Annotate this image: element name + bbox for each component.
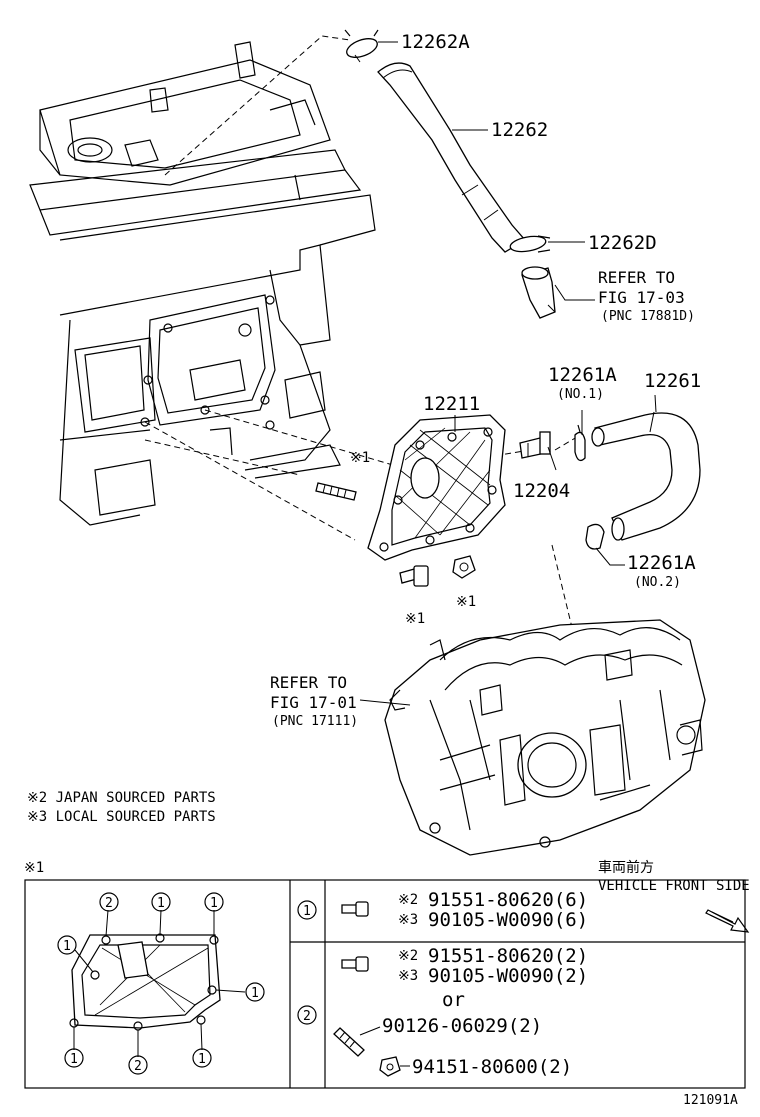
- leader-lines: [359, 41, 657, 706]
- legend-row2-b-pn: 90105-W0090(2): [428, 965, 588, 987]
- map-callout-4: 1: [63, 939, 71, 954]
- legend-row2-or: or: [442, 989, 465, 1011]
- map-callout-7: 2: [134, 1059, 142, 1074]
- ref2-line3: (PNC 17111): [272, 714, 358, 729]
- label-12261A-no1: 12261A: [548, 364, 617, 386]
- clamp-12262A: [344, 29, 379, 63]
- cover-plate-12211: [367, 414, 506, 561]
- label-12262A: 12262A: [401, 31, 470, 53]
- map-callout-8: 1: [198, 1052, 206, 1067]
- note-japan-sourced: ※2 JAPAN SOURCED PARTS: [27, 790, 216, 806]
- nut-icon: [379, 1056, 401, 1077]
- map-callout-5: 1: [251, 986, 259, 1001]
- legend-row1-a-mark: ※2: [398, 892, 418, 908]
- intake-manifold: [384, 619, 706, 856]
- hose-12262: [377, 62, 526, 253]
- ref1-line2: FIG 17-03: [598, 288, 685, 307]
- label-12211: 12211: [423, 393, 480, 415]
- legend-row-2: 2 ※2 91551-80620(2) ※3 90105-W0090(2) or…: [297, 945, 588, 1078]
- label-12262: 12262: [491, 119, 548, 141]
- bolt-icon: [341, 901, 369, 917]
- label-12204: 12204: [513, 480, 570, 502]
- mark-nut: ※1: [456, 594, 476, 610]
- clamp-12261A-no2: [585, 523, 605, 550]
- legend-title: ※1: [24, 860, 44, 876]
- legend-row2-c-pn: 90126-06029(2): [382, 1015, 542, 1037]
- stud-icon: [333, 1027, 365, 1057]
- hose-12261: [591, 411, 701, 541]
- label-12261: 12261: [644, 370, 701, 392]
- legend-row2-b-mark: ※3: [398, 968, 418, 984]
- flange-nut: [452, 555, 476, 579]
- legend-row1-b-pn: 90105-W0090(6): [428, 909, 588, 931]
- legend-row1-a-pn: 91551-80620(6): [428, 889, 588, 911]
- label-12261A-no2: 12261A: [627, 552, 696, 574]
- legend-row2-a-pn: 91551-80620(2): [428, 945, 588, 967]
- legend-row1-b-mark: ※3: [398, 912, 418, 928]
- legend-row2-circle: 2: [303, 1009, 311, 1024]
- ref2-line2: FIG 17-01: [270, 693, 357, 712]
- ref1-line3: (PNC 17881D): [601, 309, 695, 324]
- mark-bolt: ※1: [405, 611, 425, 627]
- flange-bolt: [399, 565, 429, 587]
- ref2-line1: REFER TO: [270, 673, 347, 692]
- front-direction-arrow-icon: [705, 909, 750, 933]
- engine-block-illustration: [29, 41, 376, 526]
- pcv-valve-12204: [519, 431, 551, 459]
- map-callout-1: 2: [105, 896, 113, 911]
- ref1-line1: REFER TO: [598, 268, 675, 287]
- map-callout-2: 1: [157, 896, 165, 911]
- clamp-12262D: [509, 235, 551, 253]
- map-callout-3: 1: [210, 896, 218, 911]
- stud-bolt: [315, 482, 357, 501]
- label-12261A-no2-sub: (NO.2): [634, 575, 681, 590]
- legend-table: [24, 879, 746, 1089]
- direction-en: VEHICLE FRONT SIDE: [598, 878, 750, 894]
- note-local-sourced: ※3 LOCAL SOURCED PARTS: [27, 809, 216, 825]
- pcv-union: [521, 266, 556, 319]
- label-12261A-no1-sub: (NO.1): [557, 387, 604, 402]
- clamp-12261A-no1: [574, 424, 586, 462]
- legend-row2-d-pn: 94151-80600(2): [412, 1056, 572, 1078]
- legend-row1-circle: 1: [303, 904, 311, 919]
- direction-jp: 車両前方: [598, 859, 654, 876]
- legend-row-1: 1 ※2 91551-80620(6) ※3 90105-W0090(6): [297, 889, 588, 931]
- part-labels: 12262A 12262 12262D REFER TO FIG 17-03 (…: [270, 31, 701, 729]
- map-callout-6: 1: [70, 1052, 78, 1067]
- mark-stud: ※1: [350, 450, 370, 466]
- legend-cover-map: [69, 909, 246, 1057]
- bolt-icon: [341, 956, 369, 972]
- figure-id: 121091A: [683, 1093, 738, 1108]
- legend-row2-a-mark: ※2: [398, 948, 418, 964]
- label-12262D: 12262D: [588, 232, 657, 254]
- legend-map-callouts: 2 1 1 1 1 1 2 1: [57, 892, 265, 1075]
